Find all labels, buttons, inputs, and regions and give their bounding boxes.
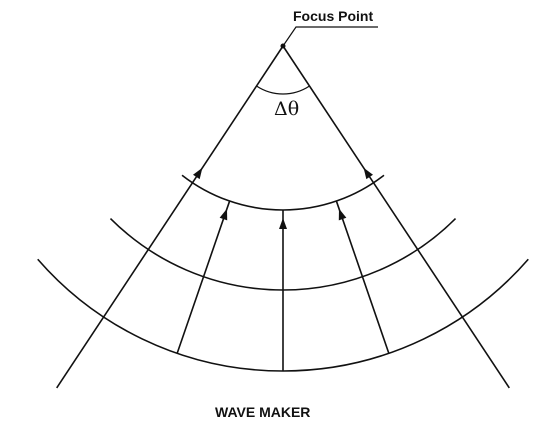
angle-arc (256, 85, 310, 95)
focus-point-label: Focus Point (293, 8, 374, 24)
focus-point-leader (282, 26, 378, 47)
wave-maker-label: WAVE MAKER (215, 404, 311, 420)
wavefront-outer (37, 258, 529, 372)
ray-inner-right-arrowhead (338, 208, 347, 221)
ray-center-arrowhead (279, 218, 287, 229)
wavefront-inner (181, 174, 385, 211)
ray-boundary-left-arrowhead (193, 167, 203, 180)
angle-label: Δθ (274, 98, 300, 120)
ray-boundary-left (56, 45, 284, 389)
ray-boundary-right-arrowhead (363, 167, 373, 180)
ray-inner-left-arrowhead (219, 208, 228, 221)
ray-inner-left (176, 200, 231, 354)
ray-boundary-right (282, 45, 510, 389)
ray-inner-right (335, 200, 390, 354)
